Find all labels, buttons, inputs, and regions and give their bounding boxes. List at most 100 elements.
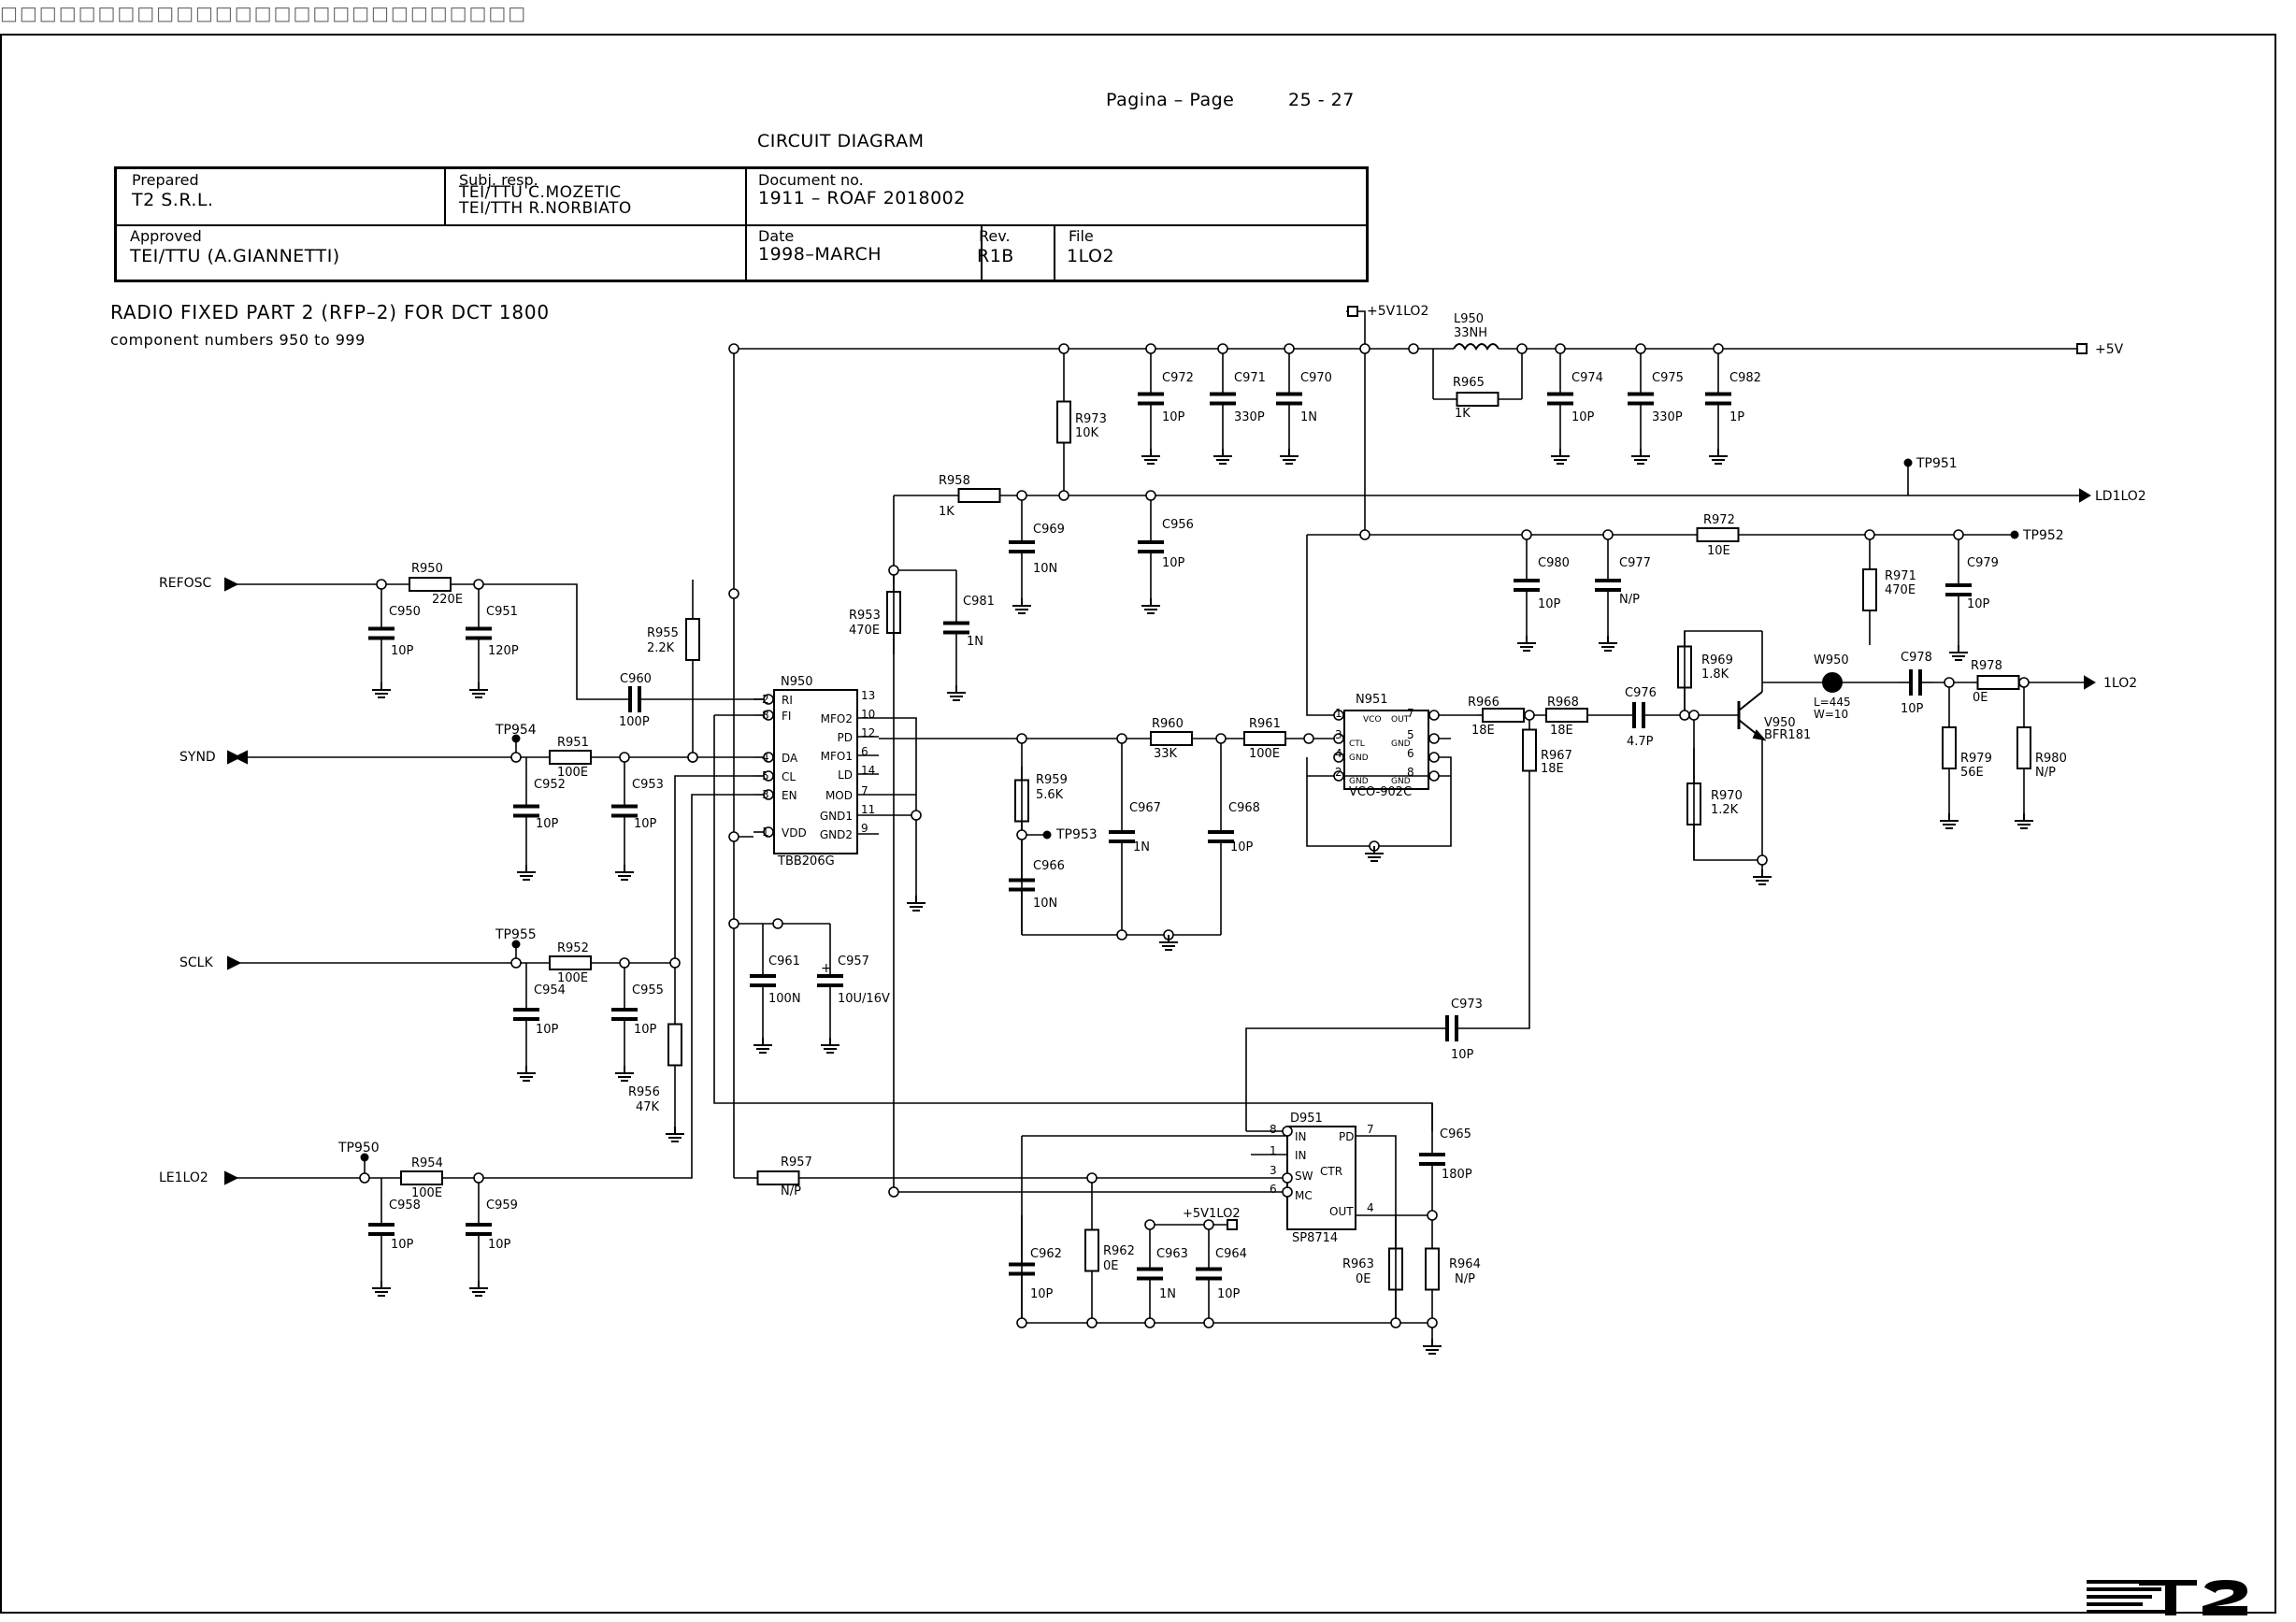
port-box: [1227, 1219, 1238, 1230]
prepared-value: T2 S.R.L.: [132, 190, 214, 210]
subj-line1: TEI/TTU C.MOZETIC: [459, 183, 622, 202]
junction: [1359, 529, 1370, 540]
junction: [1016, 733, 1027, 744]
junction: [376, 579, 387, 590]
ground-symbol: [1012, 597, 1032, 614]
value-c969: 10N: [1033, 562, 1057, 576]
ground-symbol: [1708, 448, 1729, 465]
junction: [1521, 529, 1532, 540]
label-r964: R964: [1449, 1257, 1481, 1271]
value-r978: 0E: [1973, 691, 1988, 705]
ground-symbol: [1630, 448, 1651, 465]
label-r973: R973: [1075, 412, 1107, 426]
label-r965: R965: [1453, 376, 1485, 390]
pin-num: 7: [861, 784, 868, 797]
label-c953: C953: [632, 778, 664, 792]
pin-n950-gnd2: GND2: [820, 828, 853, 841]
pin-num: 4: [1335, 747, 1342, 760]
label-c973: C973: [1451, 998, 1483, 1012]
value-c957: 10U/16V: [838, 992, 890, 1006]
junction: [619, 957, 630, 969]
resistor-r957: [756, 1170, 800, 1185]
pin-n951-vco: VCO: [1363, 715, 1382, 725]
port-vcc: +5V: [2095, 342, 2124, 357]
ground-symbol: [371, 682, 392, 698]
label-c958: C958: [389, 1199, 421, 1213]
junction: [669, 957, 681, 969]
pin-n951-out: OUT: [1391, 715, 1410, 725]
ic-d951-ref: D951: [1290, 1112, 1323, 1126]
port-synd: SYND: [179, 750, 216, 765]
pin-n950-mfo1: MFO1: [821, 750, 853, 763]
resistor-r965: [1456, 392, 1500, 407]
approved-label: Approved: [130, 227, 202, 245]
ground-symbol: [1939, 812, 1959, 829]
label-r959: R959: [1036, 773, 1068, 787]
junction: [1359, 343, 1370, 354]
tp952: TP952: [2022, 528, 2064, 543]
ground-symbol: [1158, 934, 1179, 951]
ground-symbol: [516, 864, 537, 881]
value-c975: 330P: [1652, 410, 1683, 424]
date-value: 1998–MARCH: [758, 244, 883, 265]
rev-value: R1B: [977, 246, 1014, 266]
value-c964: 10P: [1217, 1287, 1241, 1301]
value-c956: 10P: [1162, 556, 1185, 570]
transistor-ref: V950: [1764, 716, 1796, 730]
port-vcc-d951: +5V1LO2: [1183, 1207, 1241, 1221]
pin-num: 3: [1270, 1164, 1277, 1177]
ic-n951-part: VCO-902C: [1349, 785, 1412, 799]
value-c974: 10P: [1571, 410, 1595, 424]
port-arrow: [2079, 488, 2091, 503]
label-c955: C955: [632, 983, 664, 998]
label-r961: R961: [1249, 717, 1281, 731]
port-arrow: [2084, 675, 2096, 690]
junction: [763, 770, 774, 782]
junction: [1086, 1317, 1098, 1328]
label-c982: C982: [1729, 371, 1761, 385]
pin-d951-ctr: CTR: [1320, 1165, 1342, 1178]
ground-symbol: [1752, 868, 1772, 885]
value-r966: 18E: [1471, 724, 1495, 738]
value-r970: 1.2K: [1711, 803, 1739, 817]
label-c967: C967: [1129, 801, 1161, 815]
value-c951: 120P: [488, 644, 519, 658]
label-c962: C962: [1030, 1247, 1062, 1261]
pin-d951-in: IN: [1295, 1130, 1307, 1143]
c957-plus: +: [821, 961, 832, 976]
junction: [473, 579, 484, 590]
value-r972: 10E: [1707, 544, 1730, 558]
pin-num: 6: [861, 745, 868, 758]
label-c969: C969: [1033, 523, 1065, 537]
value-r951: 100E: [557, 766, 588, 780]
value-c958: 10P: [391, 1238, 414, 1252]
resistor-r971: [1862, 568, 1877, 611]
wire: [893, 495, 1251, 1193]
value-c959: 10P: [488, 1238, 511, 1252]
wire: [479, 794, 753, 1179]
ground-symbol: [468, 1280, 489, 1297]
junction: [1145, 490, 1156, 501]
pin-n950-mfo2: MFO2: [821, 712, 853, 725]
junction: [1390, 1317, 1401, 1328]
junction: [510, 957, 522, 969]
value-c976: 4.7P: [1627, 735, 1654, 749]
ground-symbol: [371, 1280, 392, 1297]
value-r957: N/P: [781, 1184, 801, 1199]
label-l950: L950: [1454, 312, 1484, 326]
junction: [1333, 733, 1344, 744]
value-c968: 10P: [1230, 840, 1254, 854]
value-c962: 10P: [1030, 1287, 1054, 1301]
resistor-r972: [1696, 527, 1740, 542]
doc-label: Document no.: [758, 171, 864, 189]
value-c981: 1N: [967, 635, 983, 649]
synd-arrow2: [233, 750, 248, 765]
pin-n950-mod: MOD: [825, 789, 853, 802]
t2-logo: [2087, 1580, 2247, 1615]
pin-num: 8: [1407, 766, 1414, 779]
junction: [1144, 1317, 1155, 1328]
ground-symbol: [906, 895, 926, 911]
value-c973: 10P: [1451, 1048, 1474, 1062]
value-c966: 10N: [1033, 897, 1057, 911]
